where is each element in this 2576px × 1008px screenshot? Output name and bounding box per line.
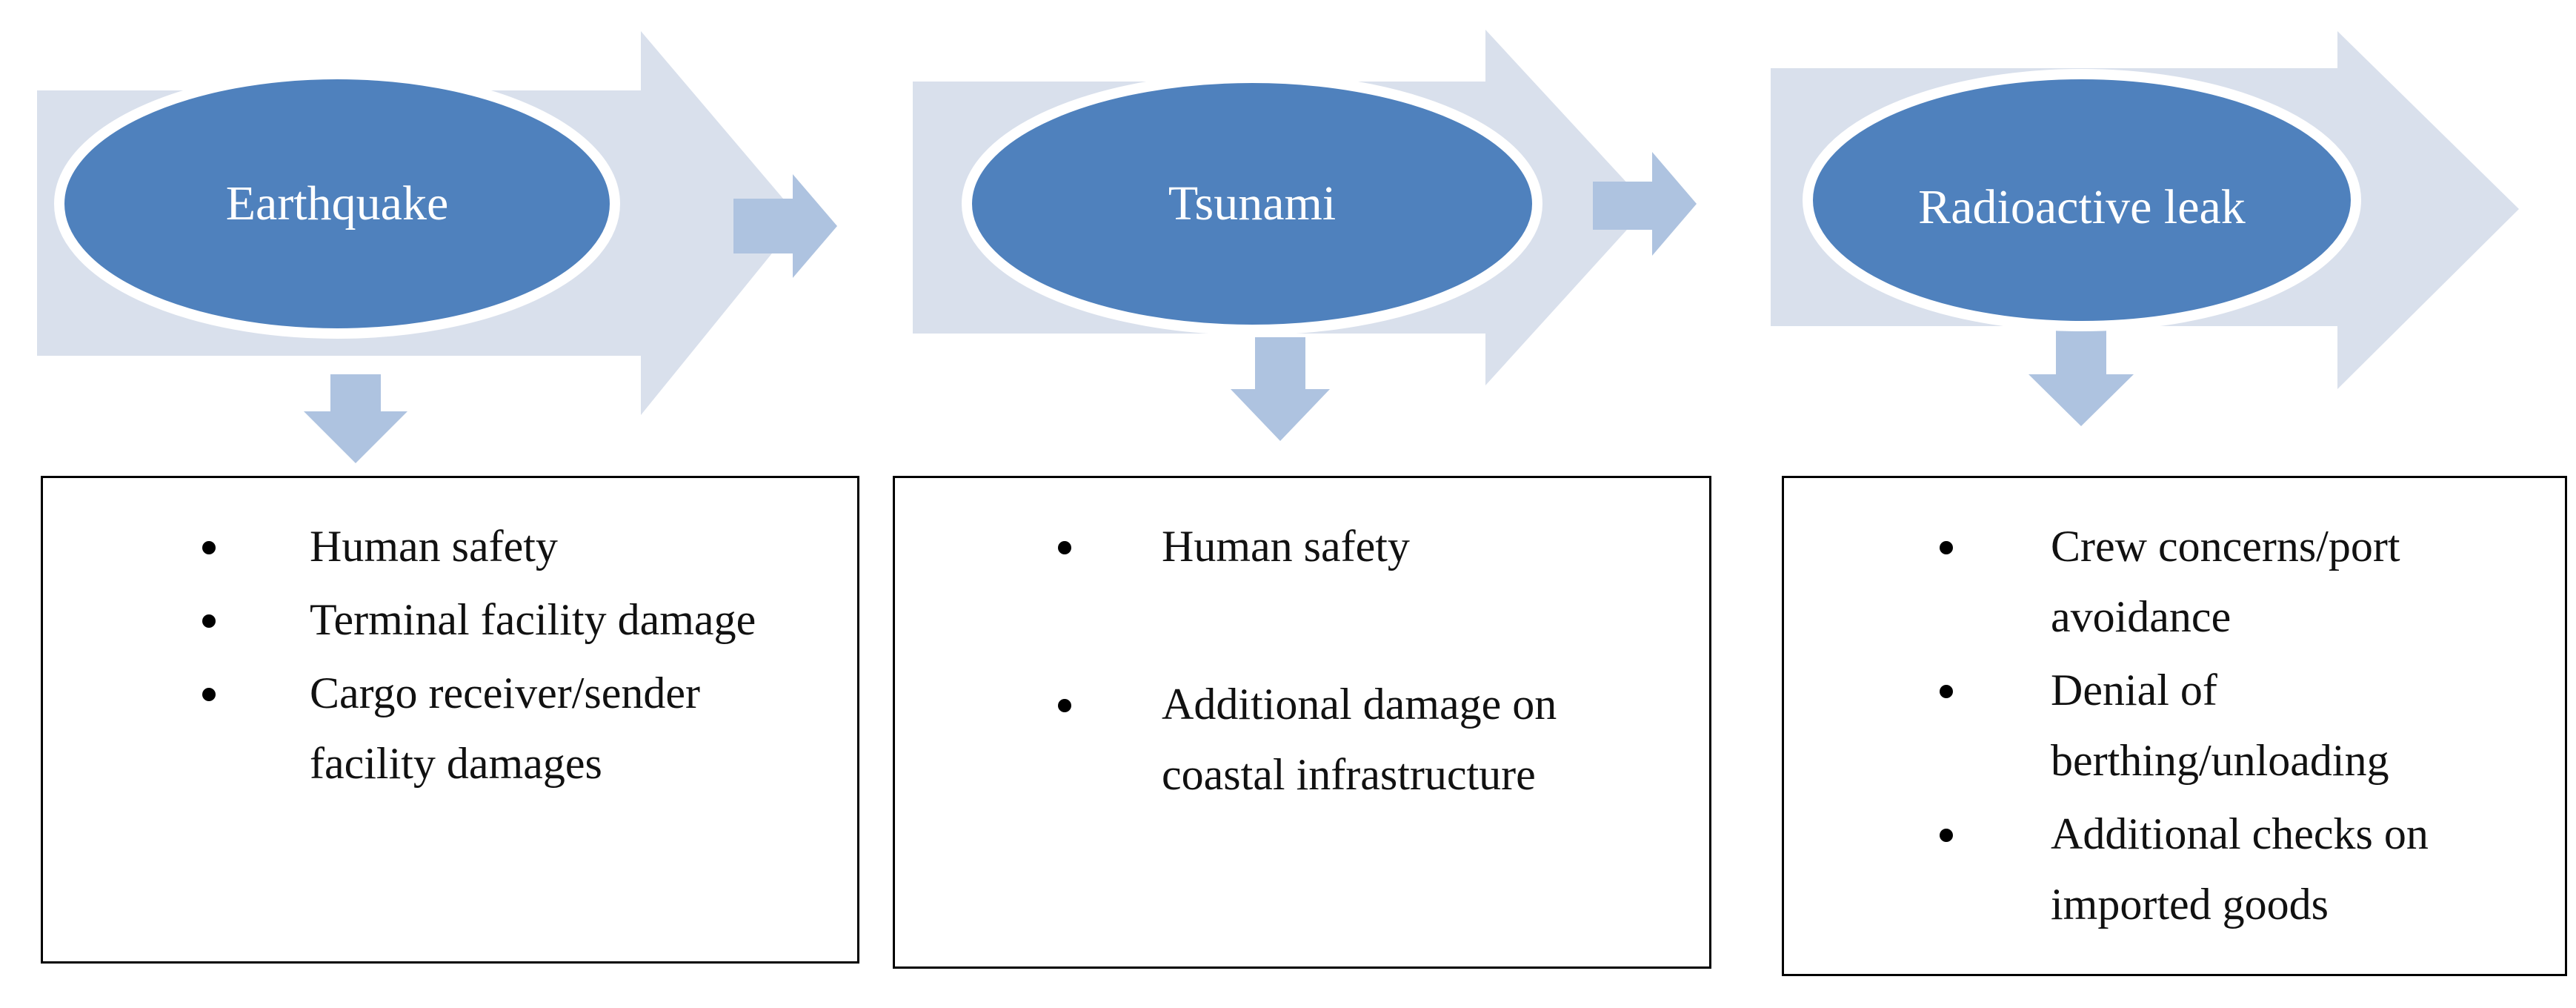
impact-item: Human safety xyxy=(895,511,1710,582)
bullet-dot xyxy=(1940,541,1953,554)
impact-item: Cargo receiver/sender facility damages xyxy=(43,658,784,799)
connector-arrow-2 xyxy=(1593,152,1697,256)
impact-box-tsunami: Human safety Additional damage on coasta… xyxy=(893,476,1711,969)
stage-label-tsunami: Tsunami xyxy=(1168,176,1337,231)
bullet-dot xyxy=(1058,699,1071,712)
impact-box-earthquake: Human safety Terminal facility damage Ca… xyxy=(41,476,859,964)
ellipse-tsunami xyxy=(962,73,1542,335)
impact-text: Terminal facility damage xyxy=(310,595,756,644)
impact-text: Additional damage on coastal infrastruct… xyxy=(1162,680,1557,799)
stage-label-earthquake: Earthquake xyxy=(225,176,449,231)
bullet-dot xyxy=(202,541,216,554)
impact-item: Denial of berthing/unloading xyxy=(1784,655,2480,796)
down-arrow-radioactive-leak xyxy=(2028,328,2134,426)
impact-text: Cargo receiver/sender facility damages xyxy=(310,669,700,788)
impact-text: Crew concerns/port avoidance xyxy=(2051,522,2400,641)
down-arrow-tsunami xyxy=(1231,337,1330,441)
bullet-dot xyxy=(202,688,216,701)
impact-item: Human safety xyxy=(43,511,858,582)
impact-text: Additional checks on imported goods xyxy=(2051,809,2429,929)
impact-item: Crew concerns/port avoidance xyxy=(1784,511,2480,652)
connector-arrow-1 xyxy=(733,174,837,278)
impact-item: Additional checks on imported goods xyxy=(1784,799,2495,940)
bullet-dot xyxy=(1058,541,1071,554)
ellipse-earthquake xyxy=(54,69,620,339)
ellipse-radioactive-leak xyxy=(1803,69,2361,331)
bullet-dot xyxy=(202,614,216,628)
bullet-dot xyxy=(1940,829,1953,842)
impact-text: Denial of berthing/unloading xyxy=(2051,666,2389,785)
bullet-dot xyxy=(1940,685,1953,698)
down-arrow-earthquake xyxy=(304,374,407,463)
stage-label-radioactive-leak: Radioactive leak xyxy=(1918,179,2246,234)
impact-item: Additional damage on coastal infrastruct… xyxy=(895,669,1643,810)
impact-item: Terminal facility damage xyxy=(43,585,858,655)
impact-text: Human safety xyxy=(310,522,558,571)
impact-box-radioactive-leak: Crew concerns/port avoidance Denial of b… xyxy=(1782,476,2567,976)
impact-text: Human safety xyxy=(1162,522,1410,571)
